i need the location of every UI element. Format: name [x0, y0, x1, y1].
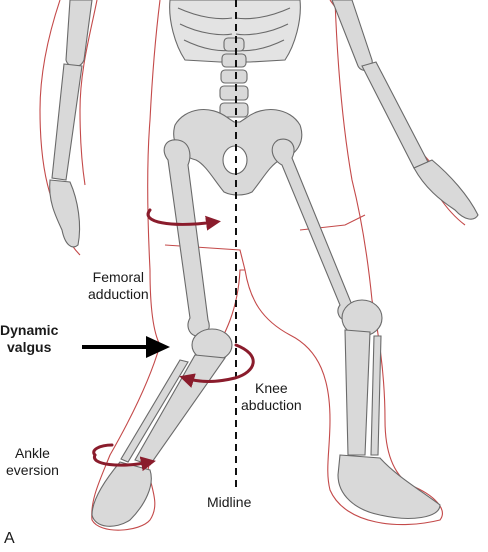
ankle-label-line1: Ankle	[14, 445, 50, 461]
dynamic-label-line2: valgus	[7, 339, 52, 355]
femoral-label-line2: adduction	[88, 286, 149, 302]
body-outline	[39, 0, 466, 531]
lumbar-spine	[219, 37, 249, 118]
dynamic-label-line1: Dynamic	[0, 322, 59, 338]
ankle-rotation-arrow-icon	[93, 453, 156, 472]
knee-label-line2: abduction	[241, 397, 302, 413]
left-hand	[49, 179, 81, 248]
ankle-eversion-label: Ankle eversion	[6, 445, 59, 479]
midline-label: Midline	[207, 494, 252, 510]
femoral-adduction-label: Femoral adduction	[88, 269, 149, 303]
ankle-label-line2: eversion	[6, 462, 59, 478]
left-femur	[163, 139, 210, 337]
left-humerus	[65, 0, 93, 68]
rotation-arrows	[92, 208, 255, 472]
knee-label-line1: Knee	[255, 380, 288, 396]
dynamic-valgus-label: Dynamic valgus	[0, 322, 58, 356]
left-foot	[91, 461, 152, 527]
knee-rotation-arrow-icon	[179, 343, 255, 388]
femoral-label-line1: Femoral	[92, 269, 145, 285]
bones	[49, 0, 479, 527]
ribcage	[169, 0, 301, 63]
right-fibula	[370, 335, 382, 456]
panel-letter: A	[4, 530, 15, 547]
right-hand	[413, 159, 479, 220]
knee-abduction-label: Knee abduction	[241, 380, 302, 414]
left-fibula	[120, 359, 189, 463]
right-tibia	[344, 329, 371, 456]
right-forearm	[361, 61, 429, 169]
left-forearm	[51, 63, 83, 181]
right-foot	[337, 454, 441, 519]
femoral-rotation-arrow-icon	[146, 208, 221, 231]
right-femur	[271, 138, 355, 321]
pointer-arrow-icon	[82, 336, 170, 358]
